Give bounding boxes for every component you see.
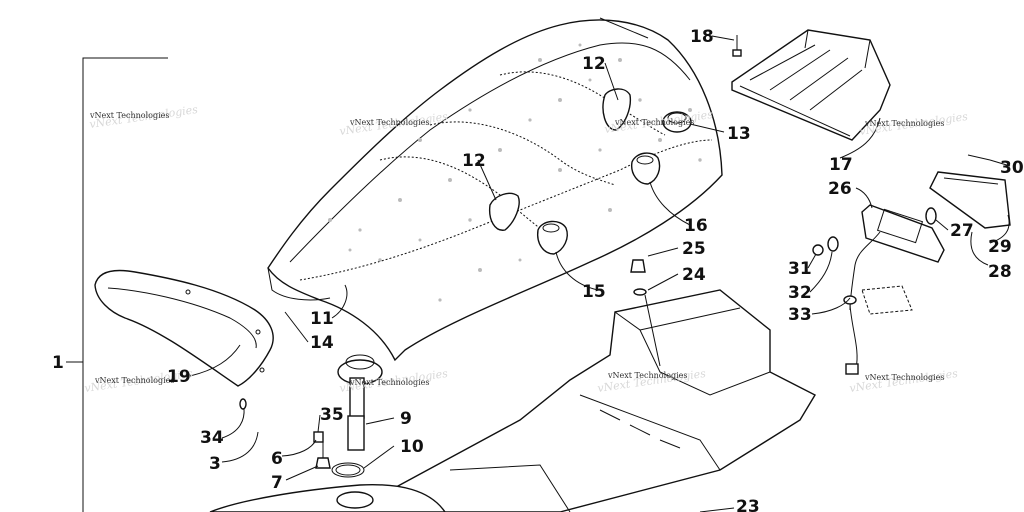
rear-storage-bin [731, 29, 891, 141]
assembly-bracket [66, 57, 168, 512]
callout-31: 31 [788, 259, 812, 279]
leader-lines [189, 35, 1011, 512]
grab-handle-lower [488, 192, 520, 231]
fuel-tank-body [209, 289, 816, 512]
watermarks: vNext Technologies vNext Technologies vN… [84, 103, 969, 395]
grab-handle-upper [602, 88, 632, 131]
callout-28: 28 [988, 262, 1012, 282]
watermark: vNext Technologies [614, 118, 694, 127]
callout-35: 35 [320, 405, 344, 425]
watermark: vNext Technologies [864, 373, 944, 382]
fuel-sender [337, 354, 383, 451]
callout-29: 29 [988, 237, 1012, 257]
watermark: vNext Technologies [89, 111, 169, 120]
callout-32: 32 [788, 283, 812, 303]
callout-9: 9 [400, 409, 412, 429]
knob-13 [662, 111, 692, 133]
callout-14: 14 [310, 333, 334, 353]
watermark: vNext Technologies [607, 371, 687, 380]
callout-24: 24 [682, 265, 706, 285]
callout-1: 1 [52, 353, 64, 373]
callout-30: 30 [1000, 158, 1024, 178]
vent-hose [239, 398, 331, 469]
watermark: vNext Technologies [349, 378, 429, 387]
callout-34: 34 [200, 428, 224, 448]
watermark: vNext Technologies [864, 119, 944, 128]
watermark: vNext Technologies [349, 118, 429, 127]
callout-7: 7 [271, 473, 283, 493]
callout-16: 16 [684, 216, 708, 236]
bolt-18 [732, 35, 742, 57]
nut-washer [630, 259, 661, 367]
callout-13: 13 [727, 124, 751, 144]
callout-6: 6 [271, 449, 283, 469]
knob-15 [537, 220, 568, 255]
callout-18: 18 [690, 27, 714, 47]
callout-27: 27 [950, 221, 974, 241]
callout-26: 26 [828, 179, 852, 199]
callout-15: 15 [582, 282, 606, 302]
taillight-assembly [812, 154, 1011, 375]
callout-19: 19 [167, 367, 191, 387]
callout-17: 17 [829, 155, 853, 175]
callout-11: 11 [310, 309, 334, 329]
callout-23: 23 [736, 497, 760, 512]
knob-16 [631, 152, 661, 185]
callout-33: 33 [788, 305, 812, 325]
seat-cushion [267, 17, 723, 362]
callout-12-lower: 12 [462, 151, 486, 171]
gasket [331, 462, 365, 478]
callout-10: 10 [400, 437, 424, 457]
watermark: vNext Technologies [94, 376, 174, 385]
callout-12-upper: 12 [582, 54, 606, 74]
callouts: 1 3 6 7 9 10 11 12 12 13 14 15 16 17 18 … [52, 27, 1024, 512]
callout-25: 25 [682, 239, 706, 259]
callout-3: 3 [209, 454, 221, 474]
